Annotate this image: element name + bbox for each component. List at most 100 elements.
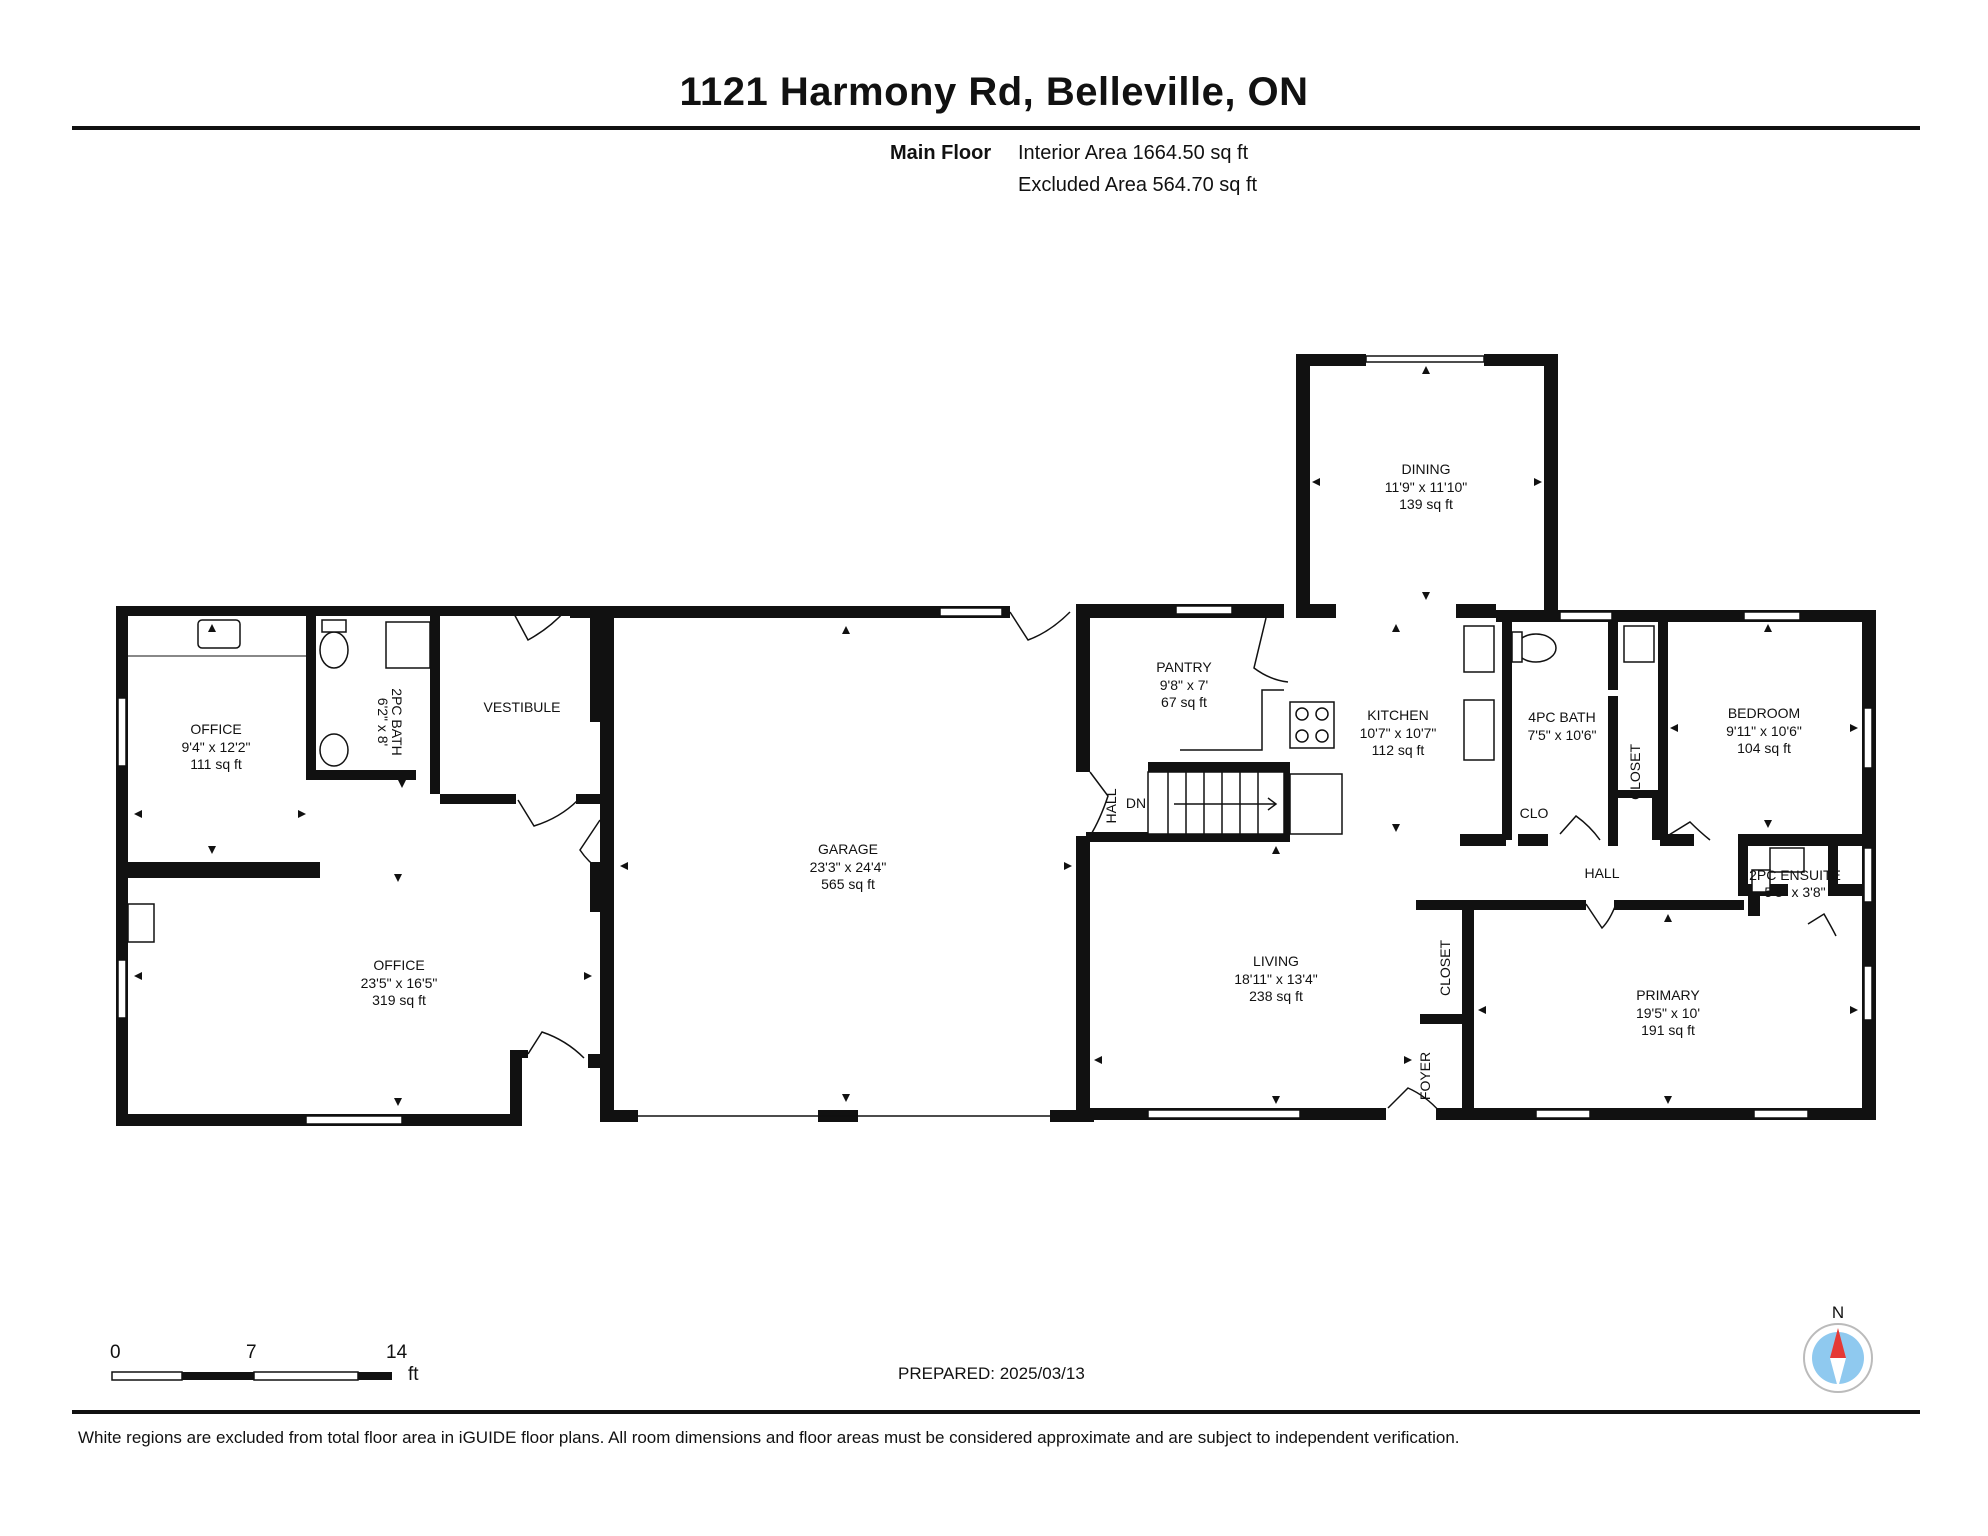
window: [1863, 965, 1873, 1021]
door-swing: [511, 609, 567, 642]
wall: [1296, 604, 1336, 618]
door-swing: [1009, 611, 1071, 641]
dimension-markers: [134, 366, 1858, 1106]
room-area: 238 sq ft: [1249, 988, 1303, 1004]
scale-mark-7: 7: [246, 1342, 257, 1363]
door-swing: [1089, 771, 1109, 837]
stove-icon: [1289, 701, 1335, 749]
room-dims: 5'8" x 3'8": [1764, 884, 1825, 900]
toilet-tank-icon: [1511, 631, 1523, 663]
scale-unit: ft: [408, 1364, 419, 1385]
room-name: 2PC BATH: [389, 688, 405, 755]
sink-icon: [319, 733, 349, 767]
wall: [1296, 354, 1310, 616]
window: [1743, 611, 1801, 621]
wall: [1460, 834, 1506, 846]
wall: [1416, 900, 1586, 910]
wall: [1608, 696, 1618, 846]
footer-divider: [72, 1410, 1920, 1414]
window: [1753, 1109, 1809, 1119]
fixtures: [127, 619, 1805, 943]
window: [1863, 847, 1873, 903]
room-dims: 23'3" x 24'4": [810, 859, 887, 875]
dishwasher-icon: [1463, 625, 1495, 673]
wall: [600, 606, 614, 866]
room-name: CLO: [1520, 805, 1549, 821]
wall: [1086, 832, 1290, 842]
wall: [116, 606, 576, 616]
window: [1863, 707, 1873, 769]
room-dims: 9'8" x 7': [1160, 677, 1208, 693]
room-name: BEDROOM: [1728, 705, 1800, 721]
prepared-date: PREPARED: 2025/03/13: [898, 1364, 1085, 1383]
sink-icon: [127, 903, 155, 943]
room-name: OFFICE: [190, 721, 241, 737]
wall: [1614, 900, 1744, 910]
door-swing: [1807, 912, 1837, 937]
wall: [576, 794, 602, 804]
wall: [1484, 354, 1558, 366]
window: [1535, 1109, 1591, 1119]
room-area: 565 sq ft: [821, 876, 875, 892]
room-name: HALL: [1103, 788, 1119, 823]
wall: [1496, 610, 1874, 622]
wall: [590, 610, 602, 722]
room-area: 319 sq ft: [372, 992, 426, 1008]
window: [1147, 1109, 1301, 1119]
wall: [116, 606, 128, 1126]
wall: [1608, 790, 1658, 798]
room-dims: 18'11" x 13'4": [1234, 971, 1318, 987]
room-name: CLOSET: [1437, 940, 1453, 996]
room-dims: 6'2" x 8': [375, 698, 391, 746]
room-dims: 9'11" x 10'6": [1726, 723, 1802, 739]
room-name: PANTRY: [1156, 659, 1212, 675]
toilet-tank-icon: [321, 619, 347, 633]
wall: [1280, 762, 1290, 842]
room-name: GARAGE: [818, 841, 878, 857]
wall: [1652, 790, 1662, 840]
shower-icon: [385, 621, 431, 669]
wall: [416, 606, 512, 616]
wall: [306, 770, 416, 780]
interior-area: Interior Area 1664.50 sq ft: [1018, 142, 1249, 164]
wall: [306, 612, 316, 778]
room-labels: OFFICE 9'4" x 12'2" 111 sq ft VESTIBULE …: [182, 461, 1841, 1038]
room-name: HALL: [1584, 865, 1619, 881]
toilet-icon: [1751, 869, 1771, 893]
window: [939, 607, 1003, 617]
wall: [600, 862, 614, 1122]
wall: [570, 606, 1010, 618]
room-name: 4PC BATH: [1528, 709, 1595, 725]
scale-bar: [111, 1371, 392, 1381]
window: [1365, 355, 1485, 363]
disclaimer: White regions are excluded from total fl…: [78, 1428, 1460, 1447]
door-swing: [1253, 617, 1289, 683]
room-area: 67 sq ft: [1161, 694, 1207, 710]
room-dims: 7'5" x 10'6": [1528, 727, 1597, 743]
wall: [1420, 1014, 1462, 1024]
room-dims: 11'9" x 11'10": [1385, 479, 1468, 495]
window: [1559, 611, 1613, 621]
wall: [1518, 834, 1548, 846]
door-swing: [527, 1031, 585, 1059]
wall: [440, 794, 516, 804]
room-name: DINING: [1402, 461, 1451, 477]
room-area: 191 sq ft: [1641, 1022, 1695, 1038]
wall: [1076, 604, 1090, 772]
wall: [1436, 1108, 1876, 1120]
door-swing: [1387, 1087, 1441, 1113]
wall: [128, 862, 320, 878]
stairs-down-label: DN: [1126, 795, 1146, 811]
floor-name: Main Floor: [890, 142, 992, 164]
toilet-icon: [319, 631, 349, 669]
window: [117, 959, 127, 1019]
window: [1175, 605, 1233, 615]
wall: [1738, 834, 1748, 894]
room-name: 2PC ENSUITE: [1749, 867, 1841, 883]
door-swing: [579, 819, 601, 871]
door-swing: [1585, 903, 1617, 930]
sink-icon: [197, 619, 241, 649]
wall: [1076, 836, 1090, 1122]
wall: [1738, 834, 1876, 846]
